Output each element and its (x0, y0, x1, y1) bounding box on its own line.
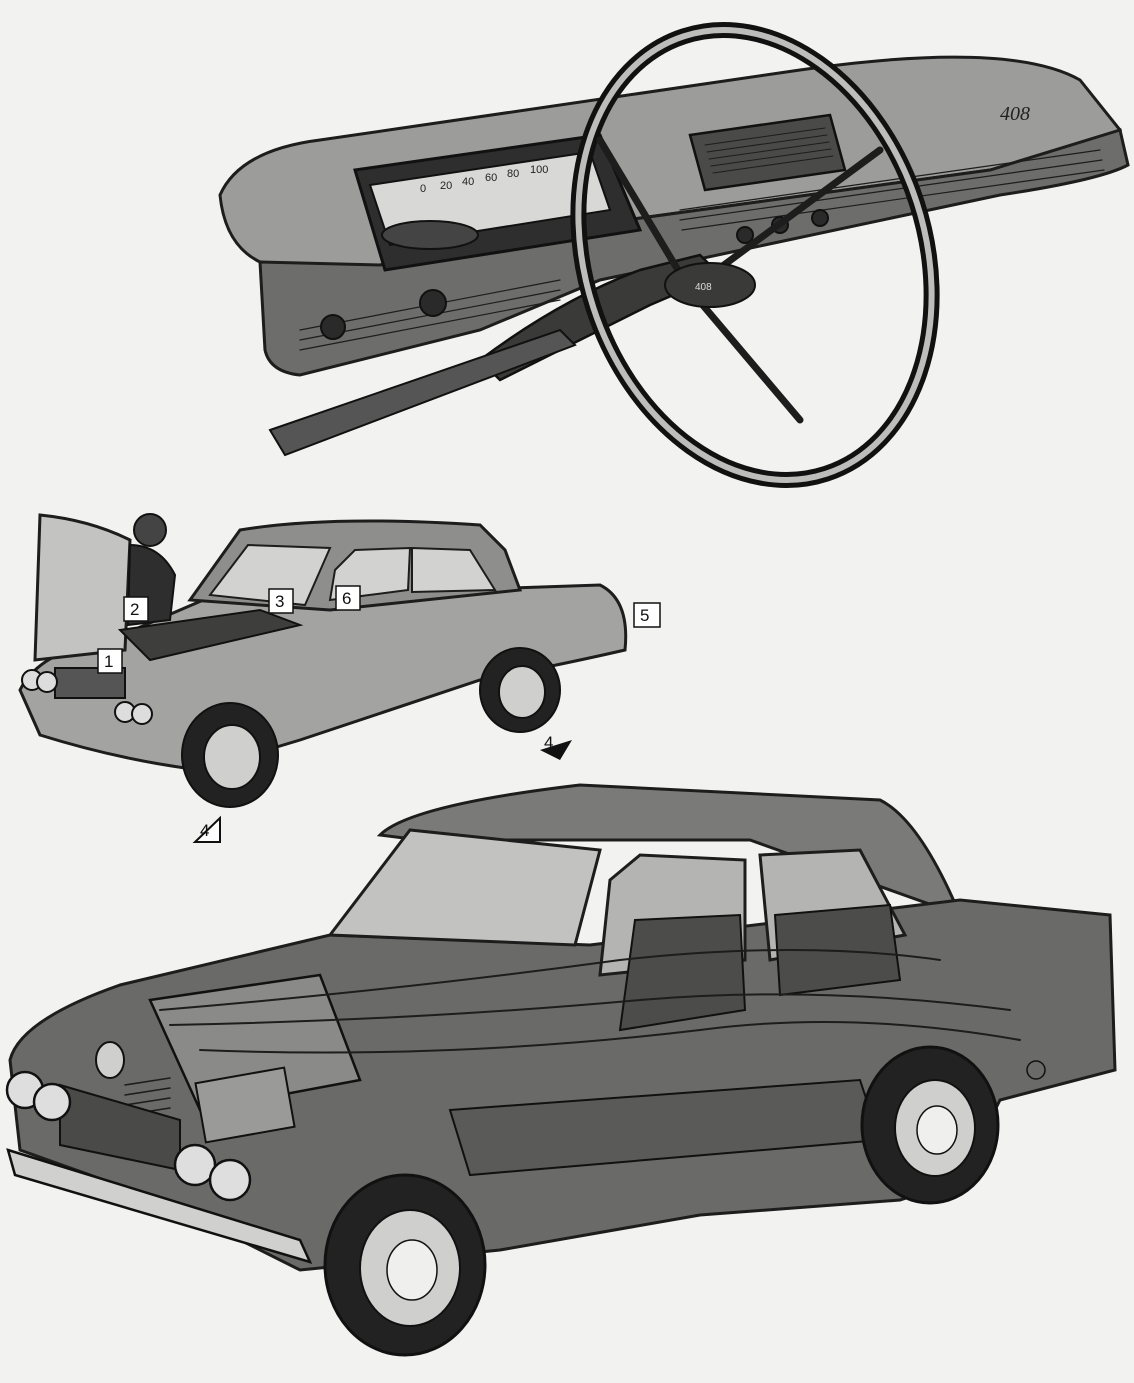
dashboard-illustration: 0 20 40 60 80 100 408 408 (218, 22, 1130, 488)
ignition-knob (320, 314, 346, 340)
front-wheel (181, 702, 279, 808)
wiring-harness (159, 949, 1021, 1054)
gauge-oval (381, 220, 479, 250)
air-filter (95, 1041, 125, 1079)
windscreen (327, 828, 602, 947)
side-window (411, 546, 497, 594)
emblem-icon (1026, 1060, 1046, 1080)
speed-tick-40: 40 (462, 176, 474, 188)
horn-hub (664, 262, 756, 308)
marker-6: 6 (335, 585, 361, 611)
speed-tick-0: 0 (420, 183, 426, 195)
dashboard-badge: 408 (1000, 103, 1030, 125)
headlight (131, 703, 153, 725)
speed-tick-80: 80 (507, 168, 519, 180)
rear-wheel (479, 647, 561, 733)
front-bumper (6, 1148, 313, 1264)
marker-4b: 4 (192, 815, 221, 843)
marker-2: 2 (123, 596, 149, 622)
speed-tick-100: 100 (530, 164, 548, 176)
svg-text:1: 1 (104, 652, 113, 671)
svg-text:3: 3 (275, 592, 284, 611)
control-knob (811, 209, 829, 227)
marker-3: 3 (268, 588, 294, 614)
light-switch-knob (419, 289, 447, 317)
rear-wheel (860, 1045, 1000, 1205)
engine-block (148, 973, 362, 1112)
battery (194, 1066, 296, 1144)
car-cutaway-illustration (5, 783, 1117, 1357)
front-seat (618, 913, 747, 1032)
marker-5: 5 (633, 602, 661, 628)
marker-1: 1 (97, 648, 123, 674)
svg-text:5: 5 (640, 606, 649, 625)
engine-bay (117, 608, 304, 662)
headlight (36, 671, 58, 693)
front-wheel (323, 1173, 487, 1357)
svg-text:6: 6 (342, 589, 351, 608)
open-hood (33, 513, 132, 662)
control-knob (736, 226, 754, 244)
svg-text:2: 2 (130, 600, 139, 619)
column-badge: 408 (695, 282, 712, 293)
radio-grille (704, 127, 834, 174)
speed-tick-60: 60 (485, 172, 497, 184)
car-hood-open-illustration: 1 2 3 6 5 4 4 (18, 513, 661, 843)
lower-dash-rail (268, 328, 577, 457)
speed-tick-20: 20 (440, 180, 452, 192)
marker-4a: 4 (540, 733, 572, 760)
speedometer: 0 20 40 60 80 100 (368, 150, 612, 250)
roof (376, 783, 963, 918)
svg-text:4: 4 (200, 821, 209, 840)
headlight (32, 1082, 72, 1122)
svg-text:4: 4 (544, 733, 553, 752)
headlight (208, 1158, 252, 1202)
